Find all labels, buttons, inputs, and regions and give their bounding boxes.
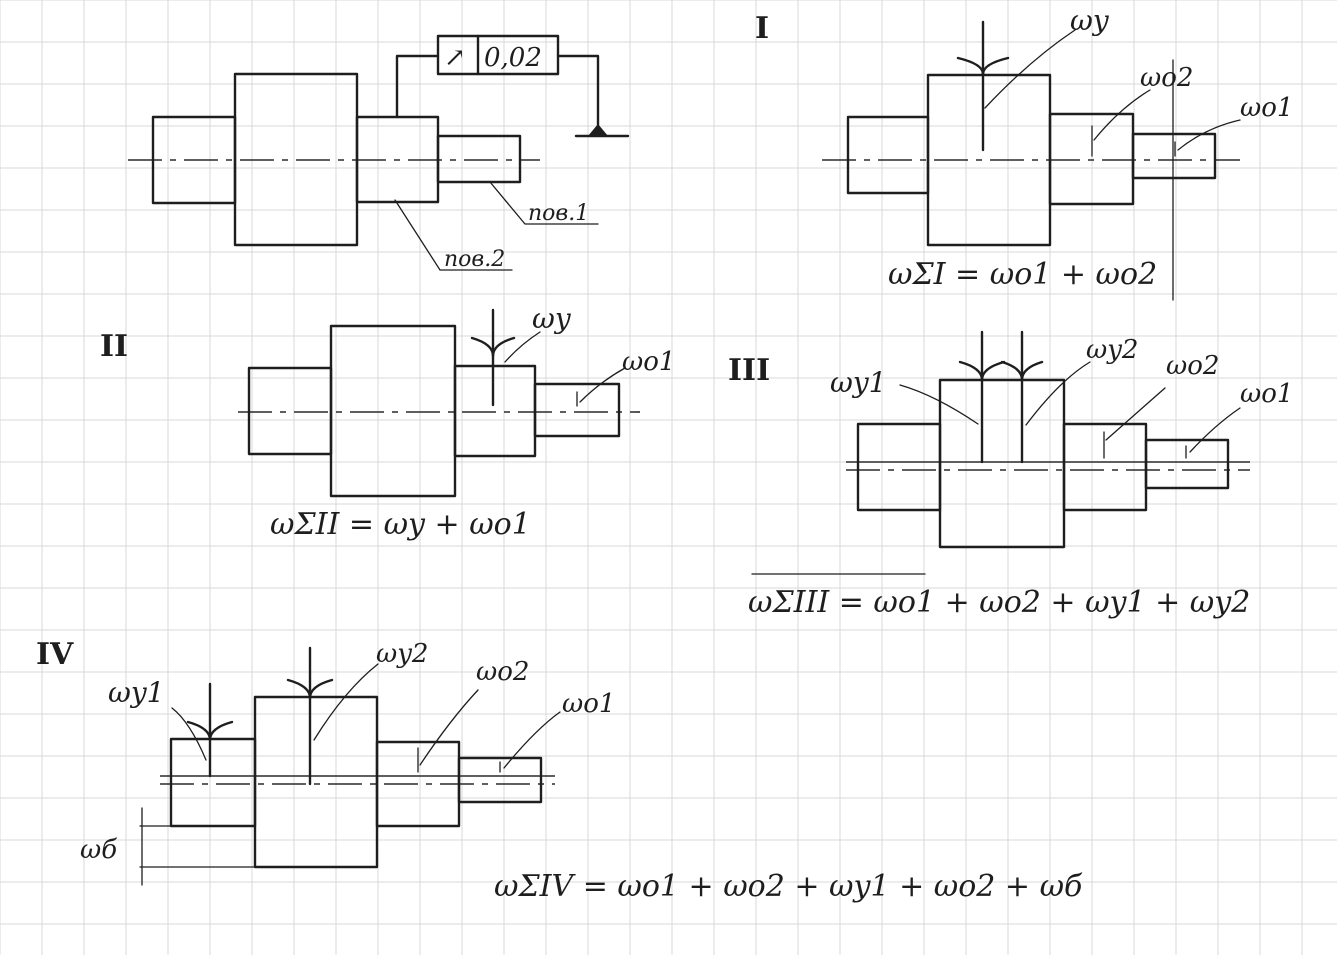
scheme-1-label-wo2: ωo2 bbox=[1140, 63, 1193, 93]
tolerance-leader-right bbox=[556, 54, 600, 134]
scheme-4-step-left bbox=[169, 737, 257, 828]
original-shaft-drawing: ↗ 0,02 пов.1 пов.2 bbox=[128, 34, 630, 272]
scheme-2-step-right bbox=[533, 382, 621, 438]
datum-triangle bbox=[588, 124, 608, 136]
scheme-4-step-collar bbox=[253, 695, 379, 869]
scheme-1: I ωy ωo2 ωo1 ωΣI = ωo1 + ωo2 bbox=[755, 4, 1293, 301]
scheme-3-leader-wy1 bbox=[899, 384, 979, 425]
scheme-4-formula: ωΣIV = ωo1 + ωo2 + ωy1 + ωo2 + ωб bbox=[494, 869, 1083, 904]
scheme-4-numeral: IV bbox=[36, 637, 74, 672]
scheme-1-leader-wo2 bbox=[1093, 89, 1151, 141]
scheme-3-leader-wy2 bbox=[1025, 361, 1091, 426]
scheme-4-clamp-support-icon-2 bbox=[286, 678, 334, 700]
scheme-2-label-wo1: ωo1 bbox=[622, 347, 675, 377]
scheme-3-label-wo2: ωo2 bbox=[1166, 351, 1219, 381]
scheme-3-clamp-support-icon-2 bbox=[1000, 360, 1044, 382]
scheme-2-clamp-support-icon bbox=[470, 336, 516, 358]
scheme-4-step-right bbox=[457, 756, 543, 804]
surface-2-label: пов.2 bbox=[444, 247, 505, 272]
scheme-3-label-wy2: ωy2 bbox=[1086, 335, 1138, 365]
scheme-4-leader-wo2 bbox=[419, 689, 479, 766]
runout-symbol-icon: ↗ bbox=[444, 43, 466, 73]
scheme-4-leader-wy2 bbox=[313, 663, 379, 741]
scheme-3-numeral: III bbox=[728, 353, 770, 388]
scheme-3-step-left bbox=[856, 422, 942, 512]
scheme-4-leader-wy1 bbox=[171, 707, 207, 761]
scheme-4-leader-wo1 bbox=[503, 711, 561, 769]
scheme-4-label-wo2: ωo2 bbox=[476, 657, 529, 687]
scheme-1-formula: ωΣI = ωo1 + ωo2 bbox=[888, 257, 1157, 292]
surface-2-leader bbox=[394, 199, 513, 271]
scheme-4-label-wb: ωб bbox=[80, 835, 117, 865]
scheme-1-label-wo1: ωo1 bbox=[1240, 93, 1293, 123]
scheme-1-leader-wo1 bbox=[1177, 119, 1241, 151]
scheme-3-step-right bbox=[1144, 438, 1230, 490]
scheme-3-clamp-support-icon-1 bbox=[958, 360, 1006, 382]
scheme-2-step-left bbox=[247, 366, 333, 456]
tolerance-frame bbox=[436, 34, 560, 76]
scheme-1-leader-wy bbox=[984, 29, 1076, 109]
scheme-4-label-wy1: ωy1 bbox=[108, 676, 164, 709]
scheme-3-step-collar bbox=[938, 378, 1066, 549]
scheme-3-leader-wo2 bbox=[1105, 387, 1166, 441]
scheme-1-label-wy: ωy bbox=[1070, 4, 1110, 37]
scheme-4-label-wy2: ωy2 bbox=[376, 639, 428, 669]
scheme-2: II ωy ωo1 ωΣII = ωy + ωo1 bbox=[100, 302, 675, 542]
scheme-4-label-wo1: ωo1 bbox=[562, 689, 615, 719]
scheme-2-leader-wo1 bbox=[579, 367, 626, 403]
scheme-2-formula: ωΣII = ωy + ωo1 bbox=[270, 507, 531, 542]
scheme-3-formula: ωΣIII = ωo1 + ωo2 + ωy1 + ωy2 bbox=[748, 585, 1250, 620]
scheme-1-numeral: I bbox=[755, 11, 769, 46]
tolerance-value: 0,02 bbox=[484, 43, 542, 73]
scheme-3-label-wy1: ωy1 bbox=[830, 366, 886, 399]
scheme-3-leader-wo1 bbox=[1189, 407, 1241, 453]
scheme-4-clamp-support-icon-1 bbox=[186, 720, 234, 742]
scheme-3: III ωy1 ωy2 ωo2 ωo1 ωΣIII = ωo1 + ωo2 + … bbox=[728, 330, 1293, 620]
scheme-2-step-collar bbox=[329, 324, 457, 498]
scheme-4: IV ωy1 ωy2 ωo2 ωo1 ωб ωΣIV = ωo1 + ωo2 +… bbox=[36, 637, 1083, 904]
scheme-2-leader-wy bbox=[504, 331, 541, 363]
scheme-1-step-right bbox=[1131, 132, 1217, 180]
scheme-1-step-left bbox=[846, 115, 930, 195]
shaft-step-surface-1 bbox=[436, 134, 522, 184]
scheme-3-label-wo1: ωo1 bbox=[1240, 379, 1293, 409]
scheme-2-label-wy: ωy bbox=[532, 302, 572, 335]
scheme-2-numeral: II bbox=[100, 329, 128, 364]
scheme-1-clamp-support-icon bbox=[956, 56, 1010, 76]
scheme-2-step-mid bbox=[453, 364, 537, 458]
surface-1-label: пов.1 bbox=[528, 201, 589, 226]
surface-1-leader bbox=[489, 181, 599, 225]
tolerance-leader-left bbox=[395, 54, 440, 119]
